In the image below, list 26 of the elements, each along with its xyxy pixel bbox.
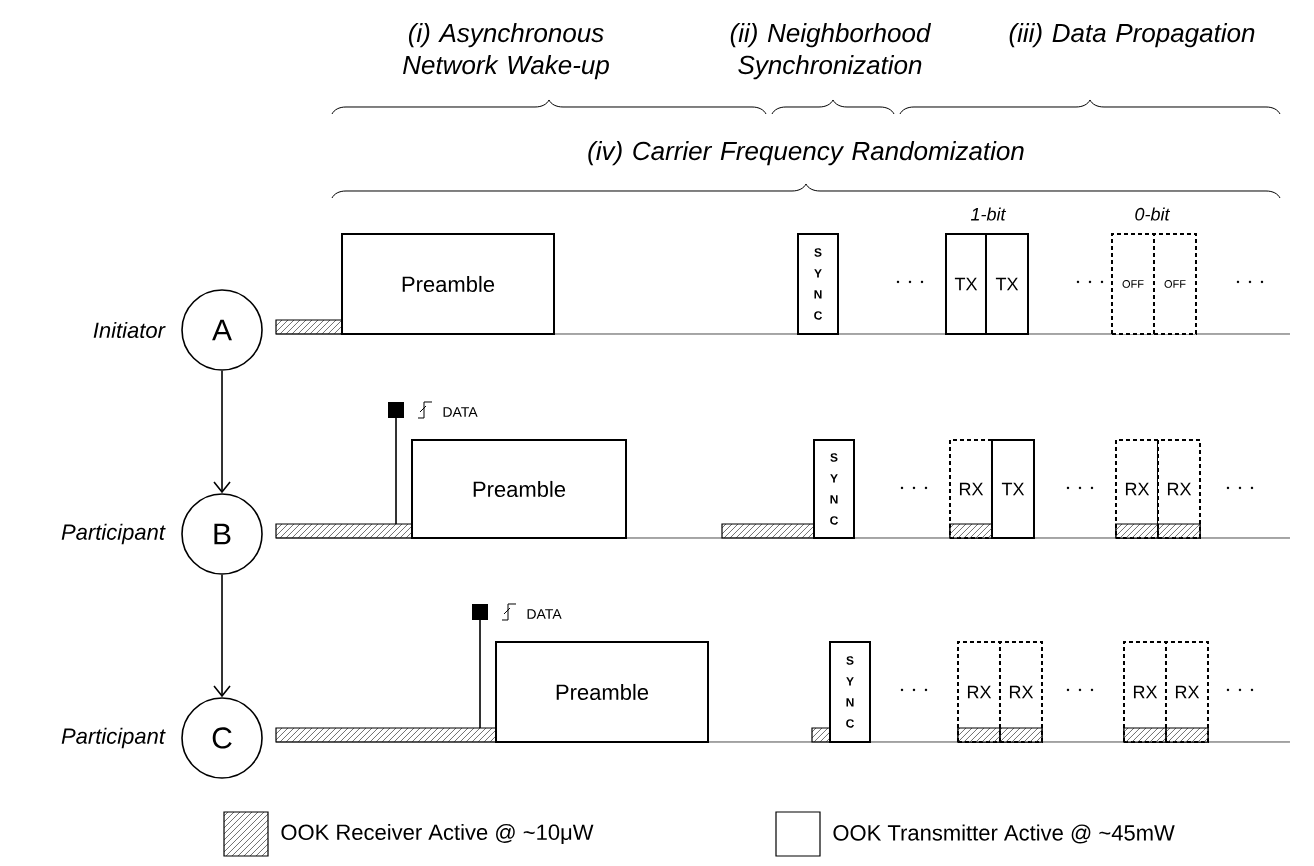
- phase-title: (iii) Data Propagation: [1009, 23, 1255, 48]
- phase-title: (i) Asynchronous Network Wake-up: [403, 23, 609, 80]
- bit-label: 0-bit: [1135, 207, 1171, 221]
- receive-slot: RX: [999, 641, 1043, 743]
- legend-text: OOK Receiver Active @ ~10μW: [281, 823, 594, 845]
- receive-slot: RX: [1123, 641, 1167, 743]
- arrow: [213, 370, 231, 494]
- transmit-slot: TX: [945, 233, 987, 335]
- preamble-box: Preamble: [495, 641, 709, 743]
- receive-slot: RX: [949, 439, 993, 539]
- arrow: [213, 574, 231, 698]
- transmit-slot: TX: [991, 439, 1035, 539]
- legend-text: OOK Transmitter Active @ ~45mW: [833, 824, 1175, 844]
- preamble-box: Preamble: [411, 439, 627, 539]
- bit-label: 1-bit: [970, 207, 1007, 221]
- transmit-slot: TX: [985, 233, 1029, 335]
- row-label: Participant: [61, 523, 166, 545]
- row-label: Initiator: [93, 321, 166, 339]
- phase-title: (ii) Neighborhood Synchronization: [730, 23, 932, 80]
- row-label: Participant: [61, 727, 166, 749]
- receive-slot: RX: [1115, 439, 1159, 539]
- receive-slot: RX: [957, 641, 1001, 743]
- phase-title: (iv) Carrier Frequency Randomization: [588, 141, 1024, 166]
- receive-slot: RX: [1157, 439, 1201, 539]
- receive-slot: RX: [1165, 641, 1209, 743]
- preamble-box: Preamble: [341, 233, 555, 335]
